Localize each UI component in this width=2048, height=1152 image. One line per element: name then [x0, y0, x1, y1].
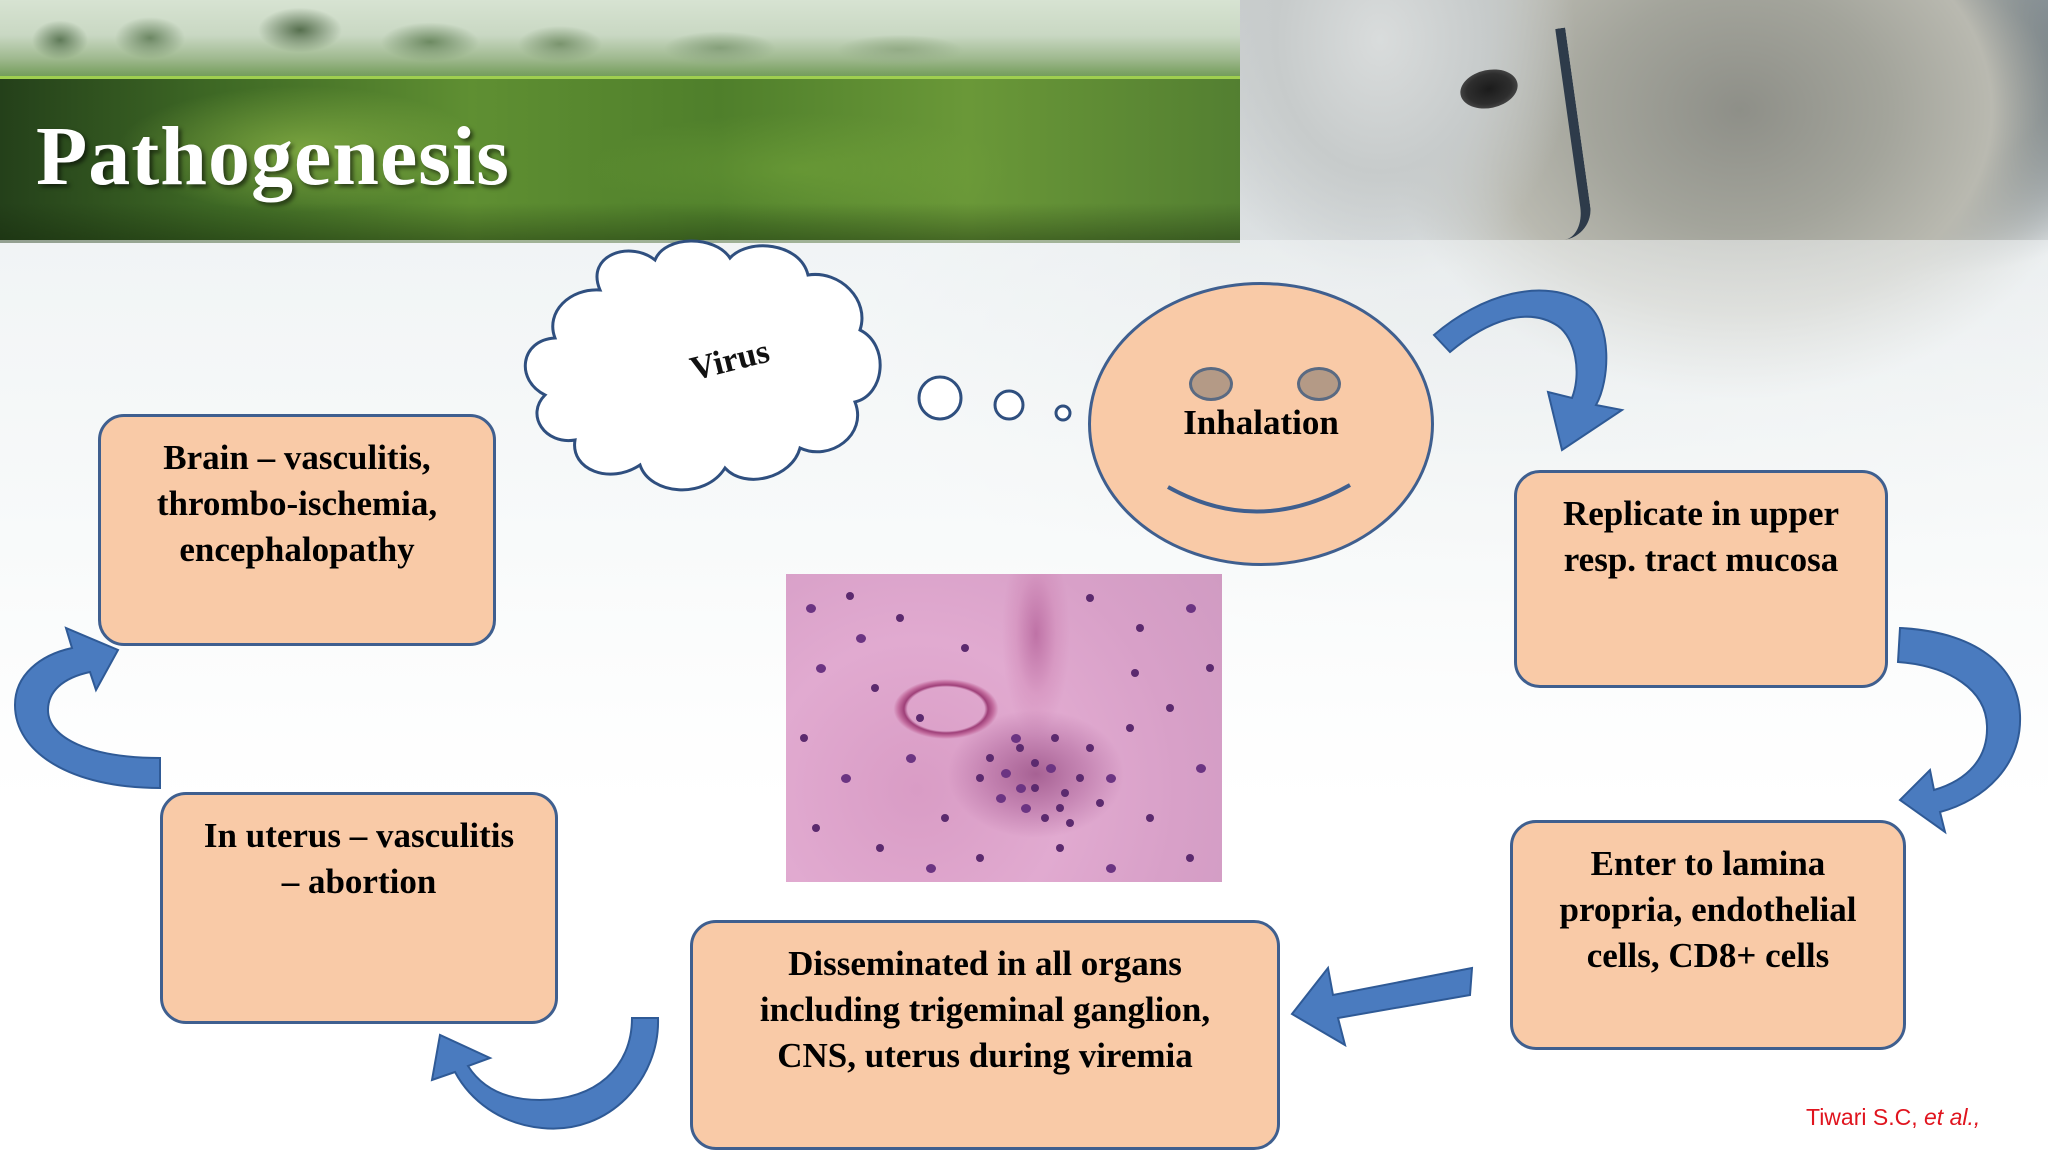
cell-nucleus: [1031, 784, 1039, 792]
cell-nucleus: [1086, 744, 1094, 752]
step-lamina-line-3: cells, CD8+ cells: [1586, 936, 1830, 975]
face-right-eye: [1297, 367, 1341, 401]
cell-nucleus: [916, 714, 924, 722]
cell-nucleus: [986, 754, 994, 762]
cell-nucleus: [846, 592, 854, 600]
cell-nucleus: [1001, 769, 1011, 778]
thought-bubble-small: [1054, 404, 1072, 422]
face-left-eye: [1189, 367, 1233, 401]
step-brain-line-3: encephalopathy: [179, 530, 415, 569]
cell-nucleus: [1106, 864, 1116, 873]
step-lamina-line-2: propria, endothelial: [1559, 890, 1857, 929]
treeline: [0, 0, 1240, 70]
cell-nucleus: [841, 774, 851, 783]
thought-bubble-large: [917, 375, 963, 421]
cell-nucleus: [976, 854, 984, 862]
step-replicate-line-1: Replicate in upper: [1562, 494, 1840, 533]
arrow-replicate-to-lamina: [1896, 626, 2022, 835]
cell-nucleus: [1056, 844, 1064, 852]
arrow-inhalation-to-replicate: [1432, 289, 1625, 452]
cell-nucleus: [800, 734, 808, 742]
cell-nucleus: [996, 794, 1006, 803]
cell-nucleus: [1186, 854, 1194, 862]
cell-nucleus: [1011, 734, 1021, 743]
cell-nucleus: [871, 684, 879, 692]
cell-nucleus: [1206, 664, 1214, 672]
step-uterus: In uterus – vasculitis – abortion: [160, 792, 558, 1024]
cell-nucleus: [1061, 789, 1069, 797]
step-disseminated-line-2: including trigeminal ganglion,: [759, 990, 1211, 1029]
cell-nucleus: [1031, 759, 1039, 767]
cell-nucleus: [1096, 799, 1104, 807]
cell-nucleus: [1126, 724, 1134, 732]
thought-bubble-medium: [993, 389, 1025, 421]
arrow-disseminated-to-uterus: [430, 1017, 660, 1130]
cell-nucleus: [1041, 814, 1049, 822]
cell-nucleus: [876, 844, 884, 852]
cell-nucleus: [1196, 764, 1206, 773]
cell-nucleus: [856, 634, 866, 643]
step-brain-line-2: thrombo-ischemia,: [156, 484, 438, 523]
cell-nucleus: [1166, 704, 1174, 712]
inhalation-face: Inhalation: [1088, 282, 1434, 566]
citation: Tiwari S.C, et al.,: [1806, 1104, 1980, 1131]
cell-nucleus: [926, 864, 936, 873]
cell-nucleus: [976, 774, 984, 782]
cell-nucleus: [1186, 604, 1196, 613]
face-label: Inhalation: [1183, 403, 1339, 442]
step-replicate-line-2: resp. tract mucosa: [1563, 540, 1839, 579]
step-disseminated-line-3: CNS, uterus during viremia: [777, 1036, 1193, 1075]
step-replicate: Replicate in upper resp. tract mucosa: [1514, 470, 1888, 688]
cell-nucleus: [1046, 764, 1056, 773]
cell-nucleus: [812, 824, 820, 832]
step-uterus-line-1: In uterus – vasculitis: [203, 816, 515, 855]
step-lamina-line-1: Enter to lamina: [1590, 844, 1826, 883]
step-brain: Brain – vasculitis, thrombo-ischemia, en…: [98, 414, 496, 646]
cell-nucleus: [806, 604, 816, 613]
cell-nucleus: [1076, 774, 1084, 782]
step-uterus-line-2: – abortion: [281, 862, 437, 901]
cell-nucleus: [1056, 804, 1064, 812]
cell-nucleus: [906, 754, 916, 763]
face-smile: [1167, 483, 1351, 514]
cell-nucleus: [896, 614, 904, 622]
thought-cloud: [523, 239, 882, 492]
cell-nucleus: [1051, 734, 1059, 742]
citation-etal: et al.,: [1924, 1104, 1981, 1130]
cell-nucleus: [1146, 814, 1154, 822]
cell-nucleus: [961, 644, 969, 652]
step-disseminated: Disseminated in all organs including tri…: [690, 920, 1280, 1150]
cell-nucleus: [1066, 819, 1074, 827]
cell-nucleus: [1131, 669, 1139, 677]
cell-nucleus: [1106, 774, 1116, 783]
cell-nucleus: [1021, 804, 1031, 813]
step-disseminated-line-1: Disseminated in all organs: [788, 944, 1182, 983]
cell-nucleus: [816, 664, 826, 673]
arrow-lamina-to-disseminated: [1290, 965, 1474, 1048]
slide-title: Pathogenesis: [36, 110, 510, 203]
cell-nucleus: [1016, 744, 1024, 752]
histology-micrograph: [786, 574, 1222, 882]
cell-nucleus: [1086, 594, 1094, 602]
title-bar: [0, 76, 1240, 243]
citation-author: Tiwari S.C,: [1806, 1104, 1918, 1130]
cell-nucleus: [1016, 784, 1026, 793]
arrow-uterus-to-brain: [13, 626, 161, 790]
cell-nucleus: [1136, 624, 1144, 632]
step-brain-line-1: Brain – vasculitis,: [163, 438, 431, 477]
step-lamina-propria: Enter to lamina propria, endothelial cel…: [1510, 820, 1906, 1050]
cell-nucleus: [941, 814, 949, 822]
